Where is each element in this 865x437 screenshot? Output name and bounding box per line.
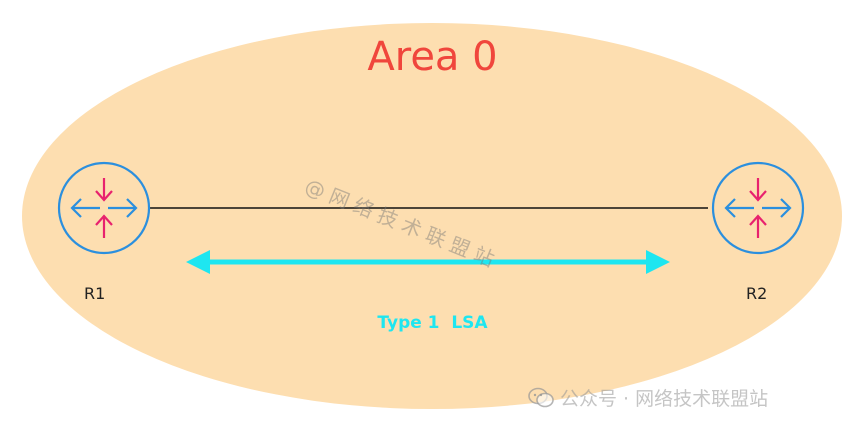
router-r2-icon[interactable] — [711, 161, 805, 255]
area-0-region — [22, 23, 842, 409]
lsa-label: Type 1 LSA — [377, 313, 488, 333]
area-title: Area 0 — [367, 34, 498, 80]
router-r1-label: R1 — [84, 284, 106, 303]
watermark-bottom: 公众号 · 网络技术联盟站 — [528, 384, 768, 411]
router-r1-icon[interactable] — [57, 161, 151, 255]
router-r2-label: R2 — [746, 284, 768, 303]
wechat-icon — [528, 387, 554, 407]
watermark-bottom-text: 公众号 · 网络技术联盟站 — [560, 388, 769, 410]
lsa-double-arrow — [186, 250, 670, 274]
